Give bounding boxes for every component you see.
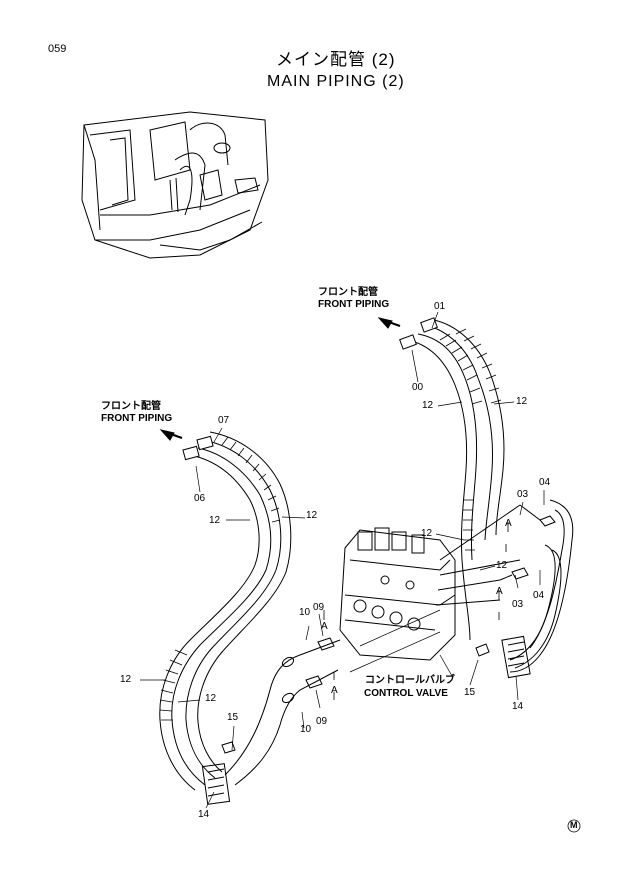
callout-12: 12 (120, 674, 132, 685)
callout-04: 04 (539, 477, 551, 488)
front-piping-right-en: FRONT PIPING (318, 299, 390, 310)
callout-06: 06 (194, 493, 206, 504)
page-number: 059 (48, 43, 67, 55)
callout-01: 01 (434, 301, 446, 312)
callout-00: 00 (412, 382, 424, 393)
callout-12: 12 (421, 528, 433, 539)
callout-12: 12 (306, 510, 318, 521)
callout-12: 12 (496, 560, 508, 571)
control-valve-en: CONTROL VALVE (364, 688, 448, 699)
front-piping-right-jp: フロント配管 (318, 287, 378, 298)
footer-mark: M (570, 820, 578, 830)
callout-14: 14 (512, 701, 524, 712)
right-hoses (399, 317, 505, 641)
callout-12: 12 (516, 396, 528, 407)
control-valve-jp: コントロールバルブ (365, 675, 455, 686)
title-english: MAIN PIPING (2) (267, 73, 405, 90)
callout-04: 04 (533, 590, 545, 601)
callout-12: 12 (205, 693, 217, 704)
front-piping-left-en: FRONT PIPING (101, 413, 173, 424)
section-marker-a: A (331, 685, 338, 696)
callout-09: 09 (316, 716, 328, 727)
callout-10: 10 (300, 724, 312, 735)
callout-03: 03 (517, 489, 529, 500)
title-japanese: メイン配管 (2) (276, 50, 396, 69)
callout-09: 09 (313, 602, 325, 613)
leader-lines (140, 311, 545, 809)
callout-12: 12 (209, 515, 221, 526)
control-valve-block (339, 504, 521, 661)
left-fittings (201, 637, 341, 805)
callout-07: 07 (218, 415, 230, 426)
left-hoses (159, 431, 292, 791)
section-marker-a: A (505, 518, 512, 529)
front-piping-left-jp: フロント配管 (101, 401, 161, 412)
section-marker-a: A (321, 621, 328, 632)
section-marker-a: A (496, 586, 503, 597)
excavator-overview (81, 111, 269, 259)
callout-15: 15 (227, 712, 239, 723)
callout-15: 15 (464, 687, 476, 698)
right-fittings (475, 499, 574, 679)
callout-14: 14 (198, 809, 210, 820)
callout-10: 10 (299, 607, 311, 618)
callout-12: 12 (422, 400, 434, 411)
callout-03: 03 (512, 599, 524, 610)
